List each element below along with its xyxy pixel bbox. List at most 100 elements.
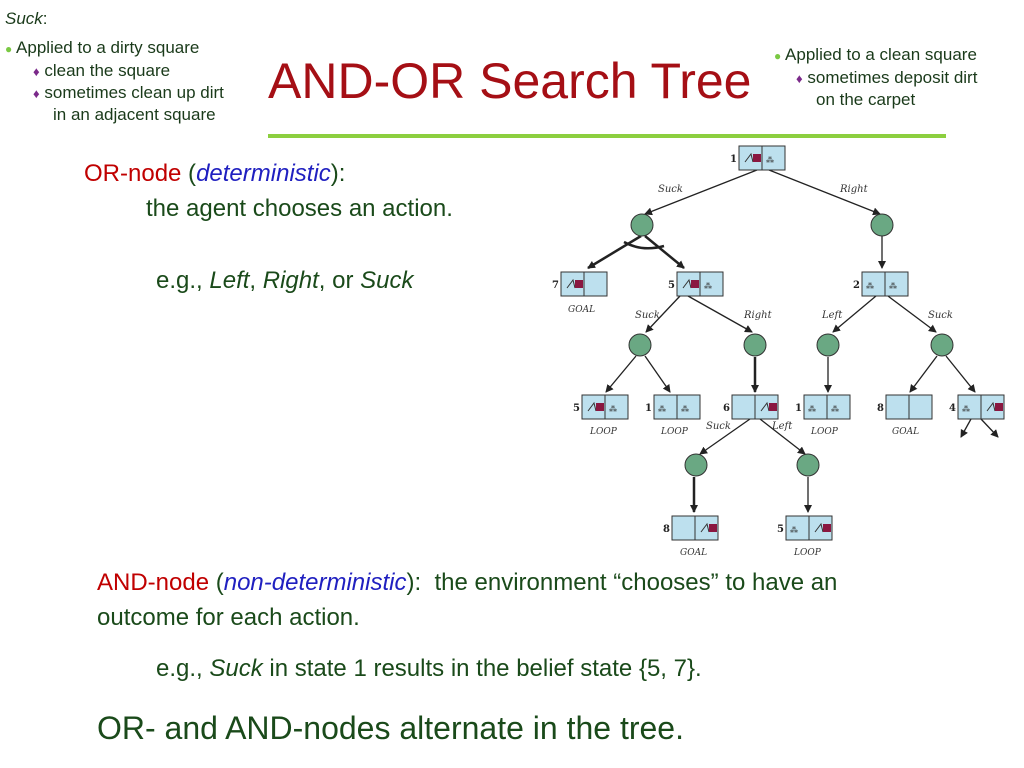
- and-node-circle: [796, 453, 820, 477]
- svg-text:⁂: ⁂: [681, 405, 689, 414]
- and-node-open: (: [209, 569, 224, 596]
- state-num: 6: [723, 403, 730, 414]
- edge-label: Left: [771, 421, 793, 432]
- state-box-b8: [671, 515, 719, 541]
- and-node-circle: [630, 213, 654, 237]
- svg-text:⁂: ⁂: [962, 405, 970, 414]
- leaf-label-goal: GOAL: [568, 305, 595, 315]
- title-underline: [268, 134, 946, 138]
- diamond-bullet-icon: ♦: [33, 64, 40, 79]
- diamond-bullet-icon: ♦: [33, 86, 40, 101]
- and-eg-prefix: e.g.,: [156, 655, 210, 682]
- state-box-7: [560, 271, 608, 297]
- state-num: 1: [645, 403, 652, 414]
- edge-and3-1: [644, 355, 671, 393]
- edge-label: Suck: [658, 184, 683, 195]
- edge-s4-a: [960, 418, 972, 438]
- clean-square-text: Applied to a clean square: [785, 45, 977, 64]
- and-node-label: AND-node: [97, 569, 210, 596]
- edge-s6-suck: [699, 418, 751, 455]
- svg-text:⁂: ⁂: [766, 156, 774, 165]
- edge-and3-5: [605, 355, 637, 393]
- diamond-bullet-icon: ♦: [796, 71, 803, 86]
- state-num: 8: [663, 524, 670, 535]
- or-node-kind: deterministic: [196, 160, 331, 187]
- state-box-5: ⁂: [676, 271, 724, 297]
- and-node-circle: [816, 333, 840, 357]
- state-num: 8: [877, 403, 884, 414]
- and-node-circle: [743, 333, 767, 357]
- suck-note-title: Suck: [5, 9, 43, 28]
- dirty-item-2: sometimes clean up dirt: [44, 83, 224, 102]
- state-num: 4: [949, 403, 956, 414]
- state-num: 1: [730, 154, 737, 165]
- edge-and1-7: [587, 234, 642, 270]
- state-box-b5: ⁂: [785, 515, 833, 541]
- and-nodes: [628, 213, 954, 477]
- and-node-example: e.g., Suck in state 1 results in the bel…: [156, 655, 702, 683]
- svg-text:⁂: ⁂: [866, 282, 874, 291]
- svg-text:⁂: ⁂: [808, 405, 816, 414]
- clean-item-2: on the carpet: [816, 90, 916, 109]
- or-eg-right: Right: [262, 267, 319, 294]
- and-node-circle: [684, 453, 708, 477]
- state-box-2: ⁂⁂: [861, 271, 909, 297]
- dirty-item-1: clean the square: [44, 61, 171, 80]
- edge-and6-4: [945, 355, 976, 393]
- and-node-circle: [870, 213, 894, 237]
- edge-s5-suck: [645, 295, 681, 333]
- leaf-label-loop: LOOP: [793, 548, 822, 558]
- state-num: 7: [552, 280, 559, 291]
- and-eg-action: Suck: [209, 655, 263, 682]
- clean-note: ● Applied to a clean square ♦ sometimes …: [774, 44, 977, 110]
- and-node-close: ):: [406, 569, 422, 596]
- and-node-desc2: outcome for each action.: [97, 604, 360, 631]
- edge-labels: Suck Right Suck Right Left Suck Suck Lef…: [635, 184, 953, 432]
- and-node-heading: AND-node (non-deterministic): the enviro…: [97, 569, 837, 597]
- bullet-dot-icon: ●: [5, 42, 13, 56]
- edge-s2-suck: [887, 295, 937, 333]
- edge-label: Suck: [635, 310, 660, 321]
- and-node-kind: non-deterministic: [223, 569, 407, 596]
- and-node-desc1: the environment “chooses” to have an: [434, 569, 838, 596]
- edge-label: Right: [743, 310, 773, 321]
- edge-s4-b: [980, 418, 999, 438]
- leaf-label-goal: GOAL: [680, 548, 707, 558]
- dirty-square-text: Applied to a dirty square: [16, 38, 200, 57]
- and-node-circle: [930, 333, 954, 357]
- svg-text:⁂: ⁂: [609, 405, 617, 414]
- bullet-dot-icon: ●: [774, 49, 782, 63]
- svg-text:⁂: ⁂: [889, 282, 897, 291]
- edge-root-right: [768, 169, 881, 216]
- leaf-label-loop: LOOP: [589, 427, 618, 437]
- state-box-r4: ⁂: [957, 394, 1005, 420]
- page-title: AND-OR Search Tree: [268, 53, 752, 109]
- tree-edges: [587, 169, 999, 513]
- leaf-labels: GOAL LOOP LOOP LOOP GOAL GOAL LOOP: [568, 305, 919, 558]
- or-node-label: OR-node: [84, 160, 182, 187]
- svg-text:⁂: ⁂: [790, 526, 798, 535]
- edge-root-suck: [644, 169, 758, 216]
- svg-text:⁂: ⁂: [704, 282, 712, 291]
- svg-text:⁂: ⁂: [658, 405, 666, 414]
- state-numbers: 1 7 5 2 5 1 6 1 8 4 8 5: [552, 154, 956, 535]
- footer-text: OR- and AND-nodes alternate in the tree.: [97, 710, 684, 746]
- or-eg-sep1: ,: [249, 267, 263, 294]
- edge-label: Right: [839, 184, 869, 195]
- and-eg-rest: in state 1 results in the belief state {…: [262, 655, 702, 682]
- state-box-l1: ⁂⁂: [653, 394, 701, 420]
- edge-label: Suck: [928, 310, 953, 321]
- state-num: 5: [668, 280, 675, 291]
- leaf-label-goal: GOAL: [892, 427, 919, 437]
- or-node-open: (: [181, 160, 197, 187]
- or-node-heading: OR-node (deterministic):: [84, 160, 345, 188]
- and-arc-1: [623, 240, 665, 250]
- state-num: 5: [573, 403, 580, 414]
- suck-note: Suck: ● Applied to a dirty square ♦ clea…: [5, 8, 224, 125]
- state-num: 1: [795, 403, 802, 414]
- or-eg-left: Left: [209, 267, 250, 294]
- edge-s6-left: [759, 418, 806, 455]
- edge-and1-5: [644, 235, 685, 269]
- or-node-example: e.g., Left, Right, or Suck: [156, 267, 413, 295]
